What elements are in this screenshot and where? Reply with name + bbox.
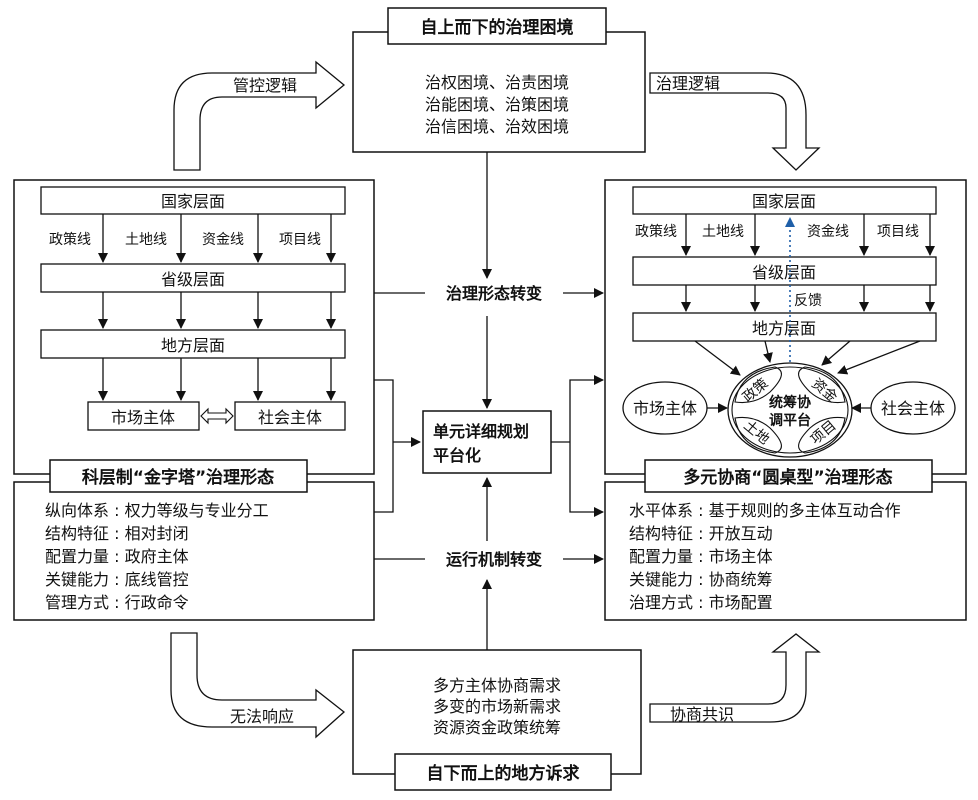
left-local-level xyxy=(40,329,346,359)
right-panel-title-frame xyxy=(644,459,933,493)
center-column: 治理形态转变 单元详细规划 平台化 运行机制转变 xyxy=(374,152,604,650)
platform-line2: 平台化 xyxy=(433,446,481,465)
left-feature-row: 纵向体系 : 权力等级与专业分工 xyxy=(45,501,269,520)
feedback-label: 反馈 xyxy=(794,293,822,309)
bottom-box-title: 自下而上的地方诉求 xyxy=(427,763,580,784)
left-panel: 国家层面 省级层面 地方层面 政策线 土地线 资金线 项目线 市场主体 社会主体 xyxy=(13,179,375,621)
bidirectional-arrow-icon xyxy=(200,407,234,425)
left-feature-row: 配置力量 : 政府主体 xyxy=(45,547,189,566)
right-national-level xyxy=(632,186,937,215)
top-box-line: 治能困境、治策困境 xyxy=(425,95,569,114)
right-provincial-level xyxy=(632,256,937,286)
coordination-platform: 政策 资金 土地 项目 统筹协 调平台 xyxy=(727,362,853,458)
left-national-level xyxy=(40,186,346,215)
platform-box xyxy=(422,410,552,474)
right-feature-row: 结构特征 : 开放互动 xyxy=(629,524,773,543)
form-change-label: 治理形态转变 xyxy=(446,284,542,303)
right-line-label-funds: 资金线 xyxy=(807,224,849,240)
right-down-arrows xyxy=(681,214,935,413)
right-line-label-land: 土地线 xyxy=(702,224,744,240)
platform-label-line1: 统筹协 xyxy=(769,394,811,411)
left-market-actor xyxy=(87,401,200,431)
top-box-frame xyxy=(352,31,646,153)
governance-logic-arrow: 治理逻辑 xyxy=(649,72,821,171)
top-box-title: 自上而下的治理困境 xyxy=(421,17,574,38)
right-panel: 国家层面 省级层面 地方层面 反馈 政策线 土地线 资金线 项目线 市场主 xyxy=(604,179,967,621)
consensus-arrow: 协商共识 xyxy=(649,633,821,724)
right-line-label-project: 项目线 xyxy=(877,224,919,240)
right-local-label: 地方层面 xyxy=(752,319,816,338)
right-local-level xyxy=(632,312,937,342)
left-features-frame xyxy=(13,481,375,621)
no-response-arrow: 无法响应 xyxy=(170,632,346,739)
petal-project xyxy=(798,416,846,454)
bottom-box-line: 多变的市场新需求 xyxy=(433,697,561,716)
right-market-actor xyxy=(622,381,708,435)
left-panel-title: 科层制“金字塔”治理形态 xyxy=(82,467,274,488)
control-logic-label: 管控逻辑 xyxy=(233,76,297,95)
left-market-label: 市场主体 xyxy=(111,408,175,427)
control-logic-arrow: 管控逻辑 xyxy=(173,60,346,171)
right-society-label: 社会主体 xyxy=(881,399,945,418)
left-feature-row: 管理方式 : 行政命令 xyxy=(45,593,189,612)
left-features: 纵向体系 : 权力等级与专业分工 结构特征 : 相对封闭 配置力量 : 政府主体… xyxy=(45,501,269,612)
bottom-box-line: 多方主体协商需求 xyxy=(433,676,561,695)
left-panel-title-frame xyxy=(49,459,308,493)
left-national-label: 国家层面 xyxy=(161,192,225,211)
top-box: 自上而下的治理困境 治权困境、治责困境 治能困境、治策困境 治信困境、治效困境 xyxy=(352,7,646,153)
right-national-label: 国家层面 xyxy=(752,192,816,211)
right-provincial-label: 省级层面 xyxy=(752,263,816,282)
right-feature-row: 关键能力 : 协商统筹 xyxy=(629,570,773,589)
petal-funds xyxy=(798,366,846,404)
top-box-title-frame xyxy=(387,7,607,45)
consensus-label: 协商共识 xyxy=(670,705,734,724)
right-feature-row: 治理方式 : 市场配置 xyxy=(629,593,773,612)
bottom-box-title-frame xyxy=(394,753,612,791)
left-provincial-level xyxy=(40,263,346,293)
no-response-label: 无法响应 xyxy=(230,707,294,726)
governance-logic-label: 治理逻辑 xyxy=(656,74,720,93)
left-line-label-land: 土地线 xyxy=(125,232,167,248)
right-feature-row: 配置力量 : 市场主体 xyxy=(629,547,773,566)
right-feature-row: 水平体系 : 基于规则的多主体互动合作 xyxy=(629,501,901,520)
left-local-label: 地方层面 xyxy=(161,336,225,355)
left-society-actor xyxy=(234,401,346,431)
left-line-label-project: 项目线 xyxy=(279,232,321,248)
top-box-line: 治信困境、治效困境 xyxy=(425,117,569,136)
right-panel-title: 多元协商“圆桌型”治理形态 xyxy=(683,467,892,488)
left-provincial-label: 省级层面 xyxy=(161,270,225,289)
right-features: 水平体系 : 基于规则的多主体互动合作 结构特征 : 开放互动 配置力量 : 市… xyxy=(629,501,901,612)
petal-land xyxy=(734,416,782,454)
petal-policy xyxy=(734,366,782,404)
bottom-box-line: 资源资金政策统筹 xyxy=(433,718,561,737)
top-box-line: 治权困境、治责困境 xyxy=(425,73,569,92)
platform-line1: 单元详细规划 xyxy=(433,422,529,441)
left-down-arrows xyxy=(98,214,336,401)
right-features-frame xyxy=(604,481,967,621)
left-feature-row: 关键能力 : 底线管控 xyxy=(45,570,189,589)
left-line-label-policy: 政策线 xyxy=(49,231,91,248)
right-market-label: 市场主体 xyxy=(633,399,697,418)
right-line-label-policy: 政策线 xyxy=(635,223,677,240)
bottom-box: 多方主体协商需求 多变的市场新需求 资源资金政策统筹 自下而上的地方诉求 xyxy=(352,649,642,791)
platform-label-line2: 调平台 xyxy=(769,412,811,429)
left-feature-row: 结构特征 : 相对封闭 xyxy=(45,524,189,543)
left-society-label: 社会主体 xyxy=(258,408,322,427)
right-society-actor xyxy=(870,381,956,435)
mechanism-change-label: 运行机制转变 xyxy=(446,550,542,569)
center-connectors xyxy=(374,152,604,650)
left-line-label-funds: 资金线 xyxy=(202,232,244,248)
